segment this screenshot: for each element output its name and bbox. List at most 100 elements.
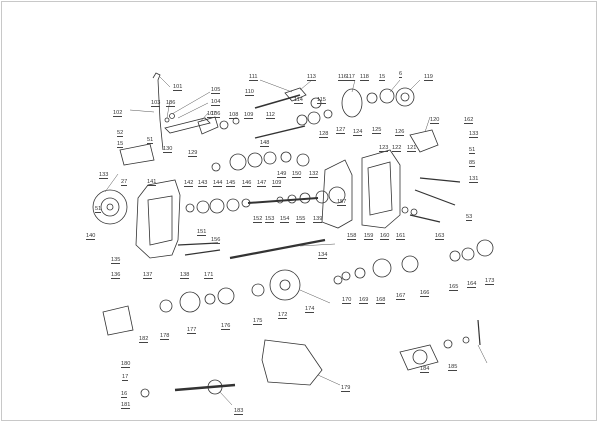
plate-178: [102, 305, 134, 336]
callout-label: 178: [160, 333, 170, 340]
housing-157-bore: [328, 186, 346, 204]
callout-label: 186: [166, 100, 176, 107]
callout-label: 151: [197, 229, 207, 236]
pulley-132-hub: [106, 203, 114, 211]
bearing-6: [379, 88, 395, 104]
callout-label: 150: [292, 171, 302, 178]
callout-label: 183: [234, 408, 244, 415]
housing-136-detail: [147, 195, 173, 246]
callout-label: 128: [319, 131, 329, 138]
hub-183: [412, 349, 428, 365]
pulley-132: [92, 189, 128, 225]
callout-label: 156: [211, 237, 221, 244]
callout-label: 170: [342, 297, 352, 304]
callout-label: 176: [221, 323, 231, 330]
callout-label: 181: [121, 402, 131, 409]
cover-131: [119, 143, 155, 166]
callout-label: 51: [147, 137, 154, 144]
shift-lever-102: [152, 72, 164, 151]
callout-label: 171: [204, 272, 214, 279]
callout-label: 113: [307, 74, 316, 81]
callout-label: 179: [341, 385, 351, 392]
callout-label: 109: [272, 180, 282, 187]
callout-label: 163: [435, 233, 445, 240]
callout-label: 125: [372, 127, 382, 134]
callout-label: 134: [318, 252, 328, 259]
ring-171: [333, 275, 343, 285]
gear-148: [263, 151, 277, 165]
callout-label: 131: [469, 176, 479, 183]
cover-plate-117: [341, 88, 363, 118]
shaft-156: [229, 238, 326, 260]
callout-label: 132: [309, 171, 319, 178]
callout-label: 165: [449, 284, 459, 291]
callout-label: 159: [364, 233, 374, 240]
callout-label: 107: [207, 111, 217, 118]
callout-label: 185: [448, 364, 458, 371]
callout-label: 154: [280, 216, 290, 223]
callout-label: 112: [266, 112, 275, 119]
callout-label: 15: [379, 74, 386, 81]
callout-label: 184: [420, 366, 430, 373]
ring-166: [449, 250, 461, 262]
callout-label: 133: [469, 131, 479, 138]
cover-182: [261, 339, 323, 386]
nut-185: [462, 336, 470, 344]
gear-176: [179, 291, 201, 313]
ring-169: [354, 267, 366, 279]
gear-167: [401, 255, 419, 273]
callout-label: 148: [260, 140, 270, 147]
housing-158: [361, 149, 401, 229]
callout-label: 127: [336, 127, 346, 134]
washer-141: [185, 203, 195, 213]
callout-label: 137: [143, 272, 153, 279]
callout-label: 149: [277, 171, 287, 178]
gear-164: [476, 239, 494, 257]
gear-174: [217, 287, 235, 305]
callout-label: 164: [467, 281, 477, 288]
callout-label: 175: [253, 318, 263, 325]
gear-147: [247, 152, 263, 168]
callout-label: 146: [242, 180, 252, 187]
callout-label: 173: [485, 278, 495, 285]
callout-label: 141: [147, 179, 157, 186]
washer-160: [410, 208, 418, 216]
housing-136: [135, 179, 181, 259]
axle-181: [174, 383, 236, 392]
callout-label: 168: [376, 297, 386, 304]
callout-label: 104: [211, 99, 221, 106]
callout-label: 53: [466, 214, 473, 221]
callout-label: 152: [253, 216, 263, 223]
callout-label: 52: [117, 130, 124, 137]
washer-159: [401, 206, 409, 214]
ring-165: [461, 247, 475, 261]
callout-label: 15: [117, 141, 124, 148]
gear-168: [372, 258, 392, 278]
callout-label: 144: [213, 180, 223, 187]
pin-161: [409, 214, 441, 223]
callout-label: 114: [294, 97, 303, 104]
fork-113: [284, 87, 307, 102]
gear-114: [296, 114, 308, 126]
callout-label: 51: [95, 206, 102, 213]
callout-label: 155: [296, 216, 306, 223]
gear-172-hub: [279, 279, 291, 291]
bolt-185: [477, 319, 481, 346]
callout-label: 108: [229, 112, 239, 119]
ring-177: [159, 299, 173, 313]
gear-144: [226, 198, 240, 212]
callout-label: 177: [187, 327, 197, 334]
callout-label: 160: [380, 233, 390, 240]
callout-label: 136: [111, 272, 121, 279]
callout-label: 119: [424, 74, 433, 81]
bracket-107: [197, 116, 219, 135]
callout-label: 172: [278, 312, 288, 319]
rod-85: [419, 177, 461, 183]
ring-173: [251, 283, 265, 297]
housing-157: [321, 159, 353, 229]
callout-label: 16: [121, 391, 128, 398]
callout-label: 174: [305, 306, 315, 313]
callout-label: 166: [420, 290, 430, 297]
pin-137: [184, 249, 221, 256]
callout-label: 115: [317, 97, 326, 104]
